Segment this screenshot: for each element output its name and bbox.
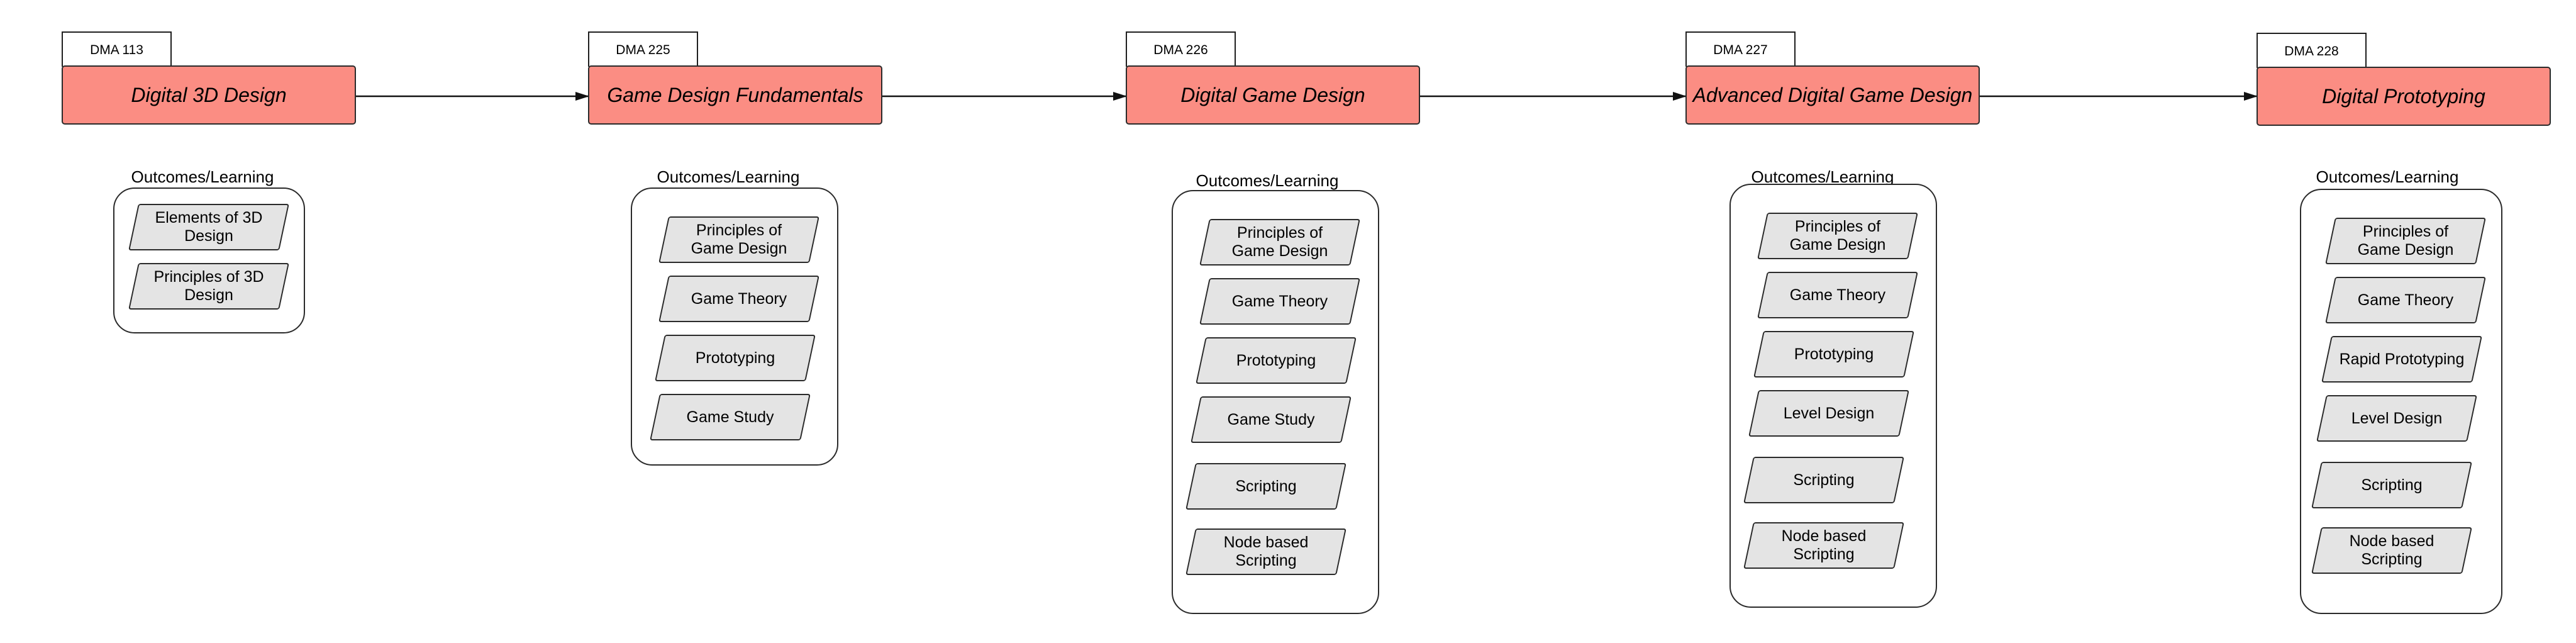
outcome-item: Level Design	[2316, 395, 2477, 442]
course-code: DMA 228	[2257, 33, 2367, 68]
course-code: DMA 226	[1126, 31, 1236, 67]
outcome-item: Prototyping	[655, 335, 816, 381]
outcome-item: Node based Scripting	[2311, 527, 2472, 574]
outcome-item-label: Principles of Game Design	[1789, 218, 1886, 254]
course-code: DMA 227	[1685, 31, 1796, 67]
outcomes-panel: Principles of Game Design Game Theory Pr…	[1172, 190, 1379, 614]
outcome-item: Scripting	[2311, 462, 2472, 508]
outcome-item: Principles of Game Design	[658, 216, 819, 263]
outcome-item: Principles of Game Design	[1199, 219, 1360, 266]
course-title: Digital Game Design	[1126, 65, 1420, 125]
course-title: Advanced Digital Game Design	[1685, 65, 1980, 125]
outcomes-label: Outcomes/Learning	[1196, 171, 1339, 190]
course-title: Digital 3D Design	[62, 65, 356, 125]
outcomes-label: Outcomes/Learning	[1751, 167, 1894, 186]
outcome-item-label: Scripting	[2361, 476, 2423, 494]
outcome-item: Elements of 3D Design	[128, 204, 289, 250]
outcomes-panel: Principles of Game Design Game Theory Pr…	[631, 187, 838, 466]
outcome-item-label: Prototyping	[695, 349, 775, 367]
outcome-item: Node based Scripting	[1185, 528, 1346, 575]
outcome-item: Scripting	[1185, 463, 1346, 510]
outcome-item: Scripting	[1743, 457, 1904, 503]
course-code: DMA 225	[588, 31, 698, 67]
outcome-item-label: Node based Scripting	[2349, 532, 2434, 568]
outcome-item: Principles of Game Design	[2325, 218, 2486, 264]
outcome-item-label: Node based Scripting	[1781, 527, 1867, 563]
outcome-item-label: Principles of Game Design	[1231, 224, 1328, 260]
outcome-item-label: Game Theory	[1231, 292, 1328, 310]
outcome-item: Node based Scripting	[1743, 522, 1904, 569]
outcomes-panel: Elements of 3D Design Principles of 3D D…	[113, 187, 305, 333]
outcomes-panel: Principles of Game Design Game Theory Ra…	[2300, 189, 2502, 614]
outcomes-label: Outcomes/Learning	[657, 167, 800, 186]
outcome-item: Prototyping	[1196, 337, 1357, 384]
outcome-item-label: Rapid Prototyping	[2339, 350, 2465, 368]
outcome-item-label: Level Design	[2351, 409, 2443, 427]
outcome-item: Rapid Prototyping	[2321, 336, 2482, 383]
outcome-item-label: Principles of Game Design	[691, 221, 787, 257]
outcome-item: Game Theory	[2325, 277, 2486, 323]
course-title: Digital Prototyping	[2257, 67, 2551, 126]
outcome-item: Principles of Game Design	[1757, 213, 1918, 259]
outcome-item: Game Study	[650, 394, 811, 440]
outcome-item: Prototyping	[1753, 331, 1914, 377]
outcome-item-label: Game Theory	[691, 289, 787, 308]
outcome-item-label: Level Design	[1783, 404, 1875, 422]
outcome-item: Game Theory	[1757, 272, 1918, 318]
outcome-item-label: Prototyping	[1236, 351, 1316, 369]
outcome-item: Game Theory	[1199, 278, 1360, 325]
course-code: DMA 113	[62, 31, 172, 67]
outcome-item-label: Elements of 3D Design	[155, 209, 263, 245]
outcome-item: Game Theory	[658, 276, 819, 322]
outcomes-label: Outcomes/Learning	[131, 167, 274, 186]
course-title: Game Design Fundamentals	[588, 65, 882, 125]
outcome-item-label: Principles of Game Design	[2357, 223, 2454, 259]
outcome-item-label: Scripting	[1793, 471, 1855, 489]
outcome-item: Level Design	[1748, 390, 1909, 437]
outcome-item-label: Node based Scripting	[1223, 534, 1309, 569]
outcome-item-label: Game Study	[1227, 410, 1315, 428]
outcomes-label: Outcomes/Learning	[2316, 167, 2459, 186]
outcome-item-label: Game Theory	[2357, 291, 2454, 309]
outcome-item-label: Game Study	[686, 408, 774, 426]
outcome-item-label: Game Theory	[1789, 286, 1886, 304]
outcome-item-label: Scripting	[1235, 477, 1297, 495]
outcomes-panel: Principles of Game Design Game Theory Pr…	[1729, 184, 1937, 608]
outcome-item: Game Study	[1191, 396, 1352, 443]
outcome-item-label: Principles of 3D Design	[153, 268, 264, 304]
outcome-item-label: Prototyping	[1794, 345, 1874, 363]
outcome-item: Principles of 3D Design	[128, 263, 289, 310]
